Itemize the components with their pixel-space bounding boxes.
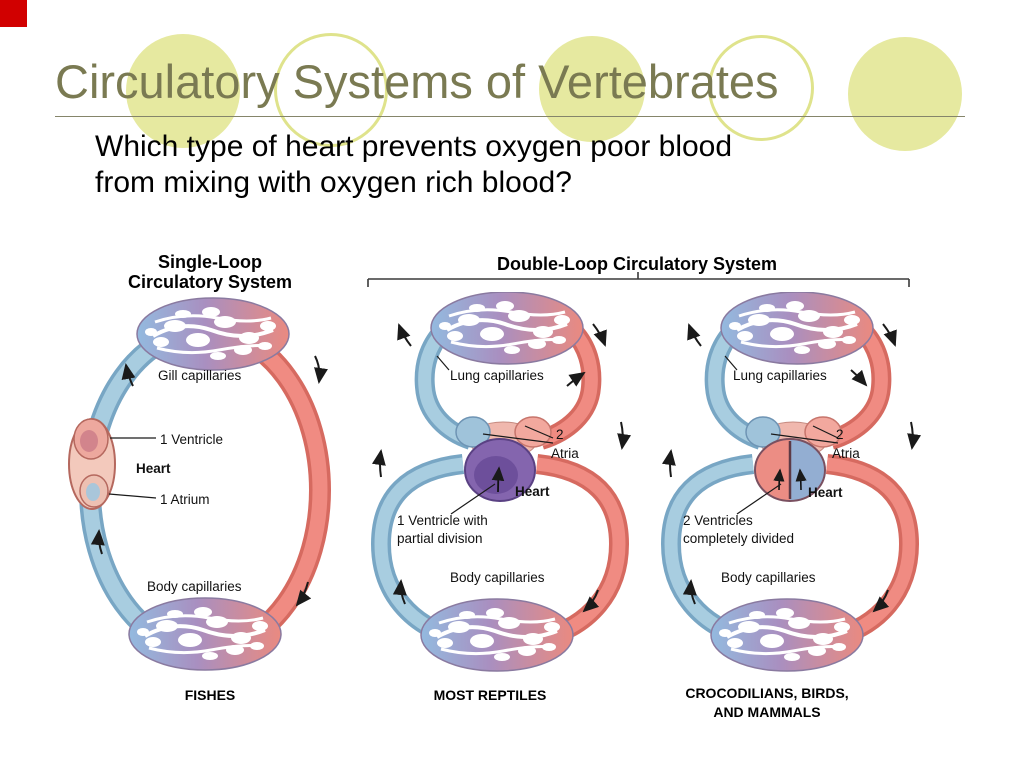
ventricle-division-label-line2: partial division — [397, 531, 483, 546]
atria-number-crocodilian: 2 — [836, 427, 844, 442]
atria-label-reptile: Atria — [551, 446, 579, 461]
crocodilian-diagram — [660, 292, 922, 673]
single-loop-heading-line2: Circulatory System — [127, 272, 293, 292]
double-loop-heading: Double-Loop Circulatory System — [496, 254, 778, 274]
fish-heart — [68, 418, 116, 510]
question-line-1: Which type of heart prevents oxygen poor… — [95, 130, 733, 163]
crocodilians-caption-line1: CROCODILIANS, BIRDS, — [685, 685, 849, 701]
crocodilian-systemic-loop — [660, 454, 920, 648]
lung-capillary-network-crocodilian — [719, 292, 875, 366]
heart-label-crocodilian: Heart — [808, 485, 843, 500]
most-reptiles-caption: MOST REPTILES — [433, 687, 547, 703]
ventricle-label-fish: 1 Ventricle — [160, 432, 224, 447]
fish-leader-lines — [108, 437, 157, 499]
lung-capillary-network-reptile — [429, 292, 585, 366]
crocodilians-caption: CROCODILIANS, BIRDS, AND MAMMALS — [652, 684, 882, 722]
crocodilian-leader-lines — [724, 355, 839, 515]
crocodilian-flow-arrows — [661, 323, 922, 613]
question-line-2: from mixing with oxygen rich blood? — [95, 166, 572, 199]
slide-title: Circulatory Systems of Vertebrates — [55, 55, 779, 108]
decorative-circle-5 — [848, 37, 962, 151]
reptile-systemic-loop — [370, 454, 630, 648]
ventricles-divided-label-line2: completely divided — [683, 531, 795, 546]
crocodilians-caption-line2: AND MAMMALS — [713, 704, 821, 720]
atria-label-crocodilian: Atria — [832, 446, 860, 461]
heart-label-fish: Heart — [136, 461, 171, 476]
decorative-circle-2 — [274, 33, 388, 147]
double-loop-bracket — [367, 272, 910, 287]
ventricle-division-label-line1: 1 Ventricle with — [397, 513, 488, 528]
reptile-diagram — [370, 292, 632, 673]
atrium-label-fish: 1 Atrium — [160, 492, 210, 507]
reptile-heart — [455, 416, 552, 502]
single-loop-heading-line1: Single-Loop — [158, 252, 262, 272]
body-capillaries-label-fish: Body capillaries — [147, 579, 242, 594]
crocodilian-heart — [745, 416, 842, 502]
gill-capillary-network — [135, 296, 291, 372]
corner-accent-square — [0, 0, 27, 27]
fishes-caption: FISHES — [184, 687, 236, 703]
body-capillaries-label-crocodilian: Body capillaries — [721, 570, 816, 585]
question-text: Which type of heart prevents oxygen poor… — [95, 129, 732, 201]
title-underline — [55, 116, 965, 117]
single-loop-heading: Single-Loop Circulatory System — [110, 252, 310, 292]
decorative-circle-3 — [539, 36, 645, 142]
body-capillaries-label-reptile: Body capillaries — [450, 570, 545, 585]
gill-capillaries-label: Gill capillaries — [158, 368, 242, 383]
reptile-flow-arrows — [371, 323, 632, 613]
decorative-circle-1 — [126, 34, 240, 148]
ventricles-divided-label-line1: 2 Ventricles — [683, 513, 753, 528]
body-capillary-network-crocodilian — [709, 597, 865, 673]
reptile-leader-lines — [436, 355, 554, 515]
lung-capillaries-label-reptile: Lung capillaries — [450, 368, 544, 383]
decorative-circle-4 — [708, 35, 814, 141]
atria-number-reptile: 2 — [556, 427, 564, 442]
fish-diagram — [68, 296, 331, 672]
fish-flow-arrows — [90, 355, 328, 607]
body-capillary-network-reptile — [419, 597, 575, 673]
lung-capillaries-label-crocodilian: Lung capillaries — [733, 368, 827, 383]
heart-label-reptile: Heart — [515, 484, 550, 499]
body-capillary-network-fish — [127, 596, 283, 672]
